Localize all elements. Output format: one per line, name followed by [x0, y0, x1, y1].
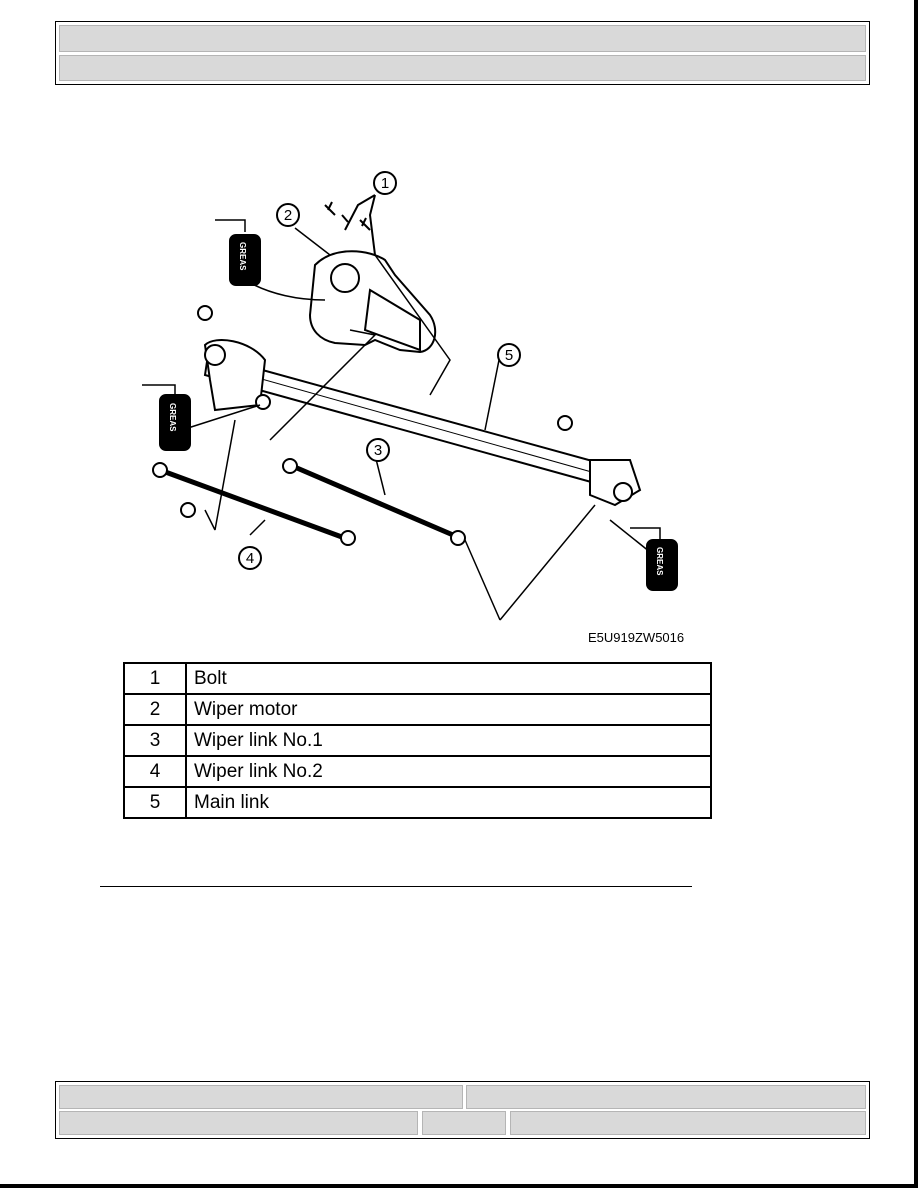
callout-4: 4	[246, 550, 254, 567]
footer-cell	[59, 1111, 418, 1135]
callout-1: 1	[381, 175, 389, 192]
page-footer	[55, 1081, 870, 1139]
part-number: 1	[123, 662, 187, 695]
part-number: 2	[123, 693, 187, 726]
grease-label: GREAS	[238, 242, 247, 271]
grease-tube-icon	[229, 234, 261, 286]
part-name: Wiper motor	[185, 693, 712, 726]
part-number: 3	[123, 724, 187, 757]
table-row: 4 Wiper link No.2	[123, 755, 712, 788]
page-header	[55, 21, 870, 85]
table-row: 3 Wiper link No.1	[123, 724, 712, 757]
part-name: Main link	[185, 786, 712, 819]
footer-cell	[510, 1111, 866, 1135]
section-divider	[100, 886, 692, 887]
footer-cell	[466, 1085, 866, 1109]
table-row: 1 Bolt	[123, 662, 712, 695]
part-name: Wiper link No.1	[185, 724, 712, 757]
wiper-linkage-diagram: 1 2 3 4 5 GREAS GREAS GREAS	[120, 160, 730, 660]
grease-tube-icon	[646, 539, 678, 591]
footer-cell	[422, 1111, 506, 1135]
callout-5: 5	[505, 347, 513, 364]
grease-label: GREAS	[168, 403, 177, 432]
grease-label: GREAS	[655, 547, 664, 576]
callout-3: 3	[374, 442, 382, 459]
footer-cell	[59, 1085, 463, 1109]
callout-2: 2	[284, 207, 292, 224]
part-name: Wiper link No.2	[185, 755, 712, 788]
parts-table: 1 Bolt 2 Wiper motor 3 Wiper link No.1 4…	[123, 662, 712, 819]
part-number: 4	[123, 755, 187, 788]
table-row: 5 Main link	[123, 786, 712, 819]
part-number: 5	[123, 786, 187, 819]
figure-code: E5U919ZW5016	[588, 630, 685, 645]
table-row: 2 Wiper motor	[123, 693, 712, 726]
header-subtitle-bar	[59, 55, 866, 81]
part-name: Bolt	[185, 662, 712, 695]
header-title-bar	[59, 25, 866, 52]
